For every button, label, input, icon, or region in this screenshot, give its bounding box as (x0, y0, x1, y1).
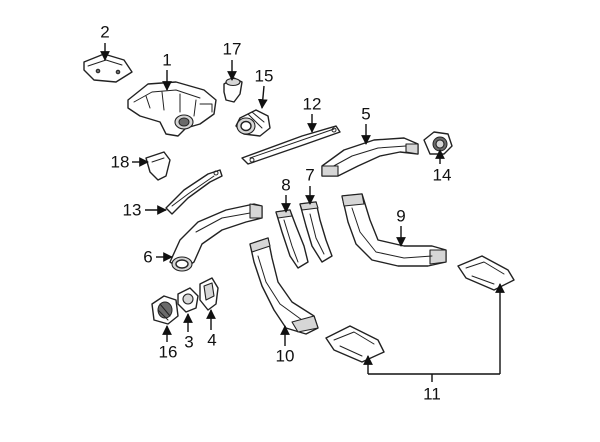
part-5-upper-side-duct (321, 137, 419, 177)
callout-6: 6 (143, 248, 152, 267)
part-13-thin-duct (165, 169, 223, 215)
callout-7: 7 (305, 166, 314, 185)
part-16-round-vent (151, 295, 179, 325)
part-10-lower-duct (249, 237, 319, 335)
part-15-round-connector (235, 109, 271, 137)
callout-9: 9 (396, 207, 405, 226)
callout-15: 15 (255, 67, 274, 86)
callout-11: 11 (423, 385, 441, 404)
part-11-floor-outlet-a (325, 325, 385, 363)
part-12-defroster-strip (241, 125, 341, 165)
callout-13: 13 (123, 201, 142, 220)
callout-18: 18 (111, 153, 130, 172)
part-17-outlet-elbow (223, 77, 243, 103)
callout-17: 17 (223, 40, 242, 59)
callout-3: 3 (184, 333, 193, 352)
part-4-side-vent (199, 277, 219, 311)
part-2-cover-panel (83, 53, 133, 83)
callout-1: 1 (162, 51, 171, 70)
part-14-round-vent (423, 131, 453, 155)
callout-8: 8 (281, 176, 290, 195)
part-9-rear-floor-duct (341, 193, 447, 267)
part-18-bracket (145, 151, 171, 181)
callout-10: 10 (276, 347, 295, 366)
callout-2: 2 (100, 23, 109, 42)
callout-16: 16 (159, 343, 178, 362)
callout-12: 12 (303, 95, 322, 114)
part-1-main-housing (127, 81, 217, 137)
part-3-vent-bezel (177, 287, 199, 313)
part-8-vertical-duct (275, 209, 309, 269)
part-11-floor-outlet-b (457, 255, 515, 291)
callout-labels: 2 1 17 15 12 5 14 18 13 6 8 7 9 10 16 3 … (100, 23, 451, 404)
part-6-left-lower-duct (169, 203, 263, 272)
callout-5: 5 (361, 105, 370, 124)
callout-14: 14 (433, 166, 452, 185)
leader-lines (100, 43, 505, 382)
callout-4: 4 (207, 331, 216, 350)
